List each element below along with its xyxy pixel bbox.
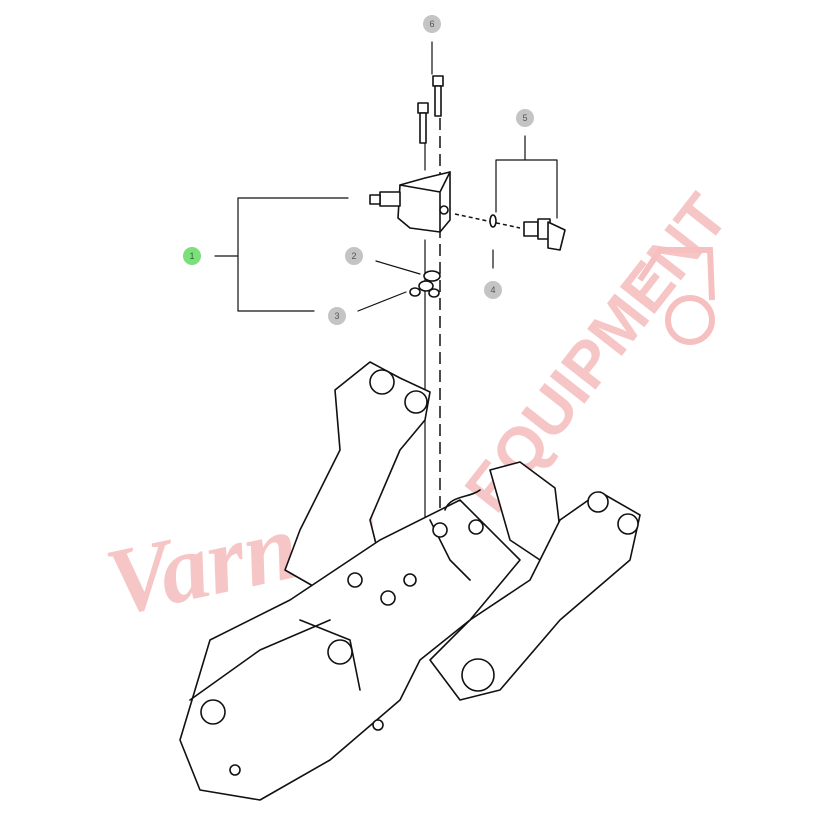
fitting-axis [454, 213, 521, 229]
lift-cover-housing [179, 361, 641, 801]
callout-5[interactable]: 5 [516, 109, 534, 127]
callout-1[interactable]: 1 [183, 247, 201, 265]
elbow-fitting-part-5 [523, 218, 566, 251]
callout-6[interactable]: 6 [423, 15, 441, 33]
leader-lines [214, 41, 558, 312]
bolt-part-6 [417, 75, 444, 144]
callout-3[interactable]: 3 [328, 307, 346, 325]
o-ring-part-4 [489, 214, 497, 228]
watermark-tractor-icon [637, 247, 715, 345]
valve-block-part-1 [369, 171, 451, 233]
callout-4[interactable]: 4 [484, 281, 502, 299]
o-rings-part-2-3 [409, 270, 441, 298]
callout-2[interactable]: 2 [345, 247, 363, 265]
